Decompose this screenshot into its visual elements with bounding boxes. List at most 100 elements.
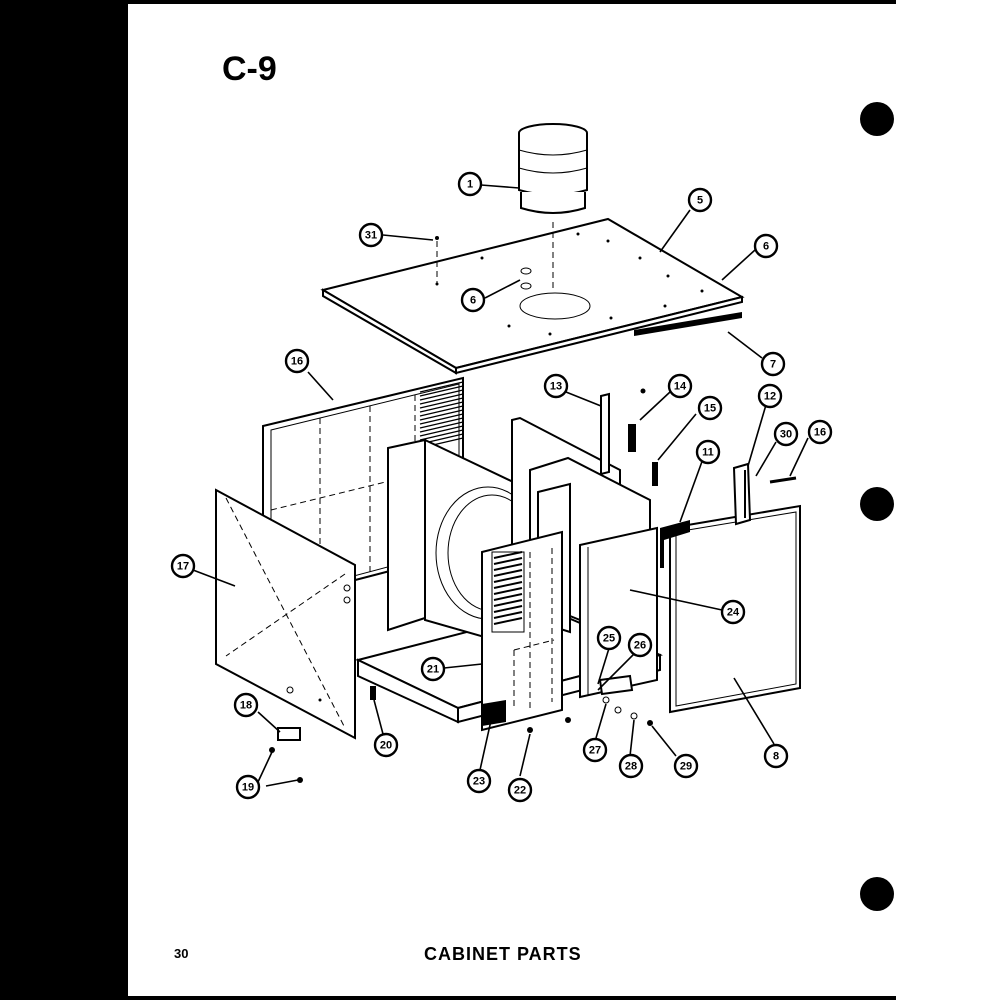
callout-circle [667,373,693,399]
callout-19: 19 [235,774,261,800]
callout-31: 31 [358,222,384,248]
callout-label: 16 [291,356,303,368]
callout-circle [507,777,533,803]
callout-label: 26 [634,640,646,652]
callout-6: 6 [460,287,486,313]
figure-code: C-9 [222,50,277,88]
callout-6: 6 [753,233,779,259]
callout-1: 1 [457,171,483,197]
callout-circle [358,222,384,248]
callout-circle [457,171,483,197]
callout-circle [807,419,833,445]
callout-30: 30 [773,421,799,447]
callout-label: 29 [680,761,692,773]
callout-label: 1 [467,179,473,191]
callout-label: 31 [365,230,377,242]
callout-label: 20 [380,740,392,752]
callout-17: 17 [170,553,196,579]
callout-circle [235,774,261,800]
callout-label: 12 [764,391,776,403]
callout-label: 7 [770,359,776,371]
side-panel-left [215,488,356,740]
callout-label: 24 [727,607,740,619]
binder-hole-middle [860,487,894,521]
callout-circle [373,732,399,758]
callout-23: 23 [466,768,492,794]
callout-circle [760,351,786,377]
callout-circle [697,395,723,421]
page-margin [860,0,1000,1000]
callout-21: 21 [420,656,446,682]
callout-circle [763,743,789,769]
callout-22: 22 [507,777,533,803]
callout-circle [170,553,196,579]
callout-label: 15 [704,403,716,415]
diagram-caption: CABINET PARTS [424,944,582,964]
callout-13: 13 [543,373,569,399]
callout-28: 28 [618,753,644,779]
callout-label: 18 [240,700,252,712]
callout-label: 16 [814,427,826,439]
callout-24: 24 [720,599,746,625]
callout-label: 28 [625,761,637,773]
duct-collar [518,123,588,214]
callout-circle [420,656,446,682]
callout-circle [466,768,492,794]
callout-circle [673,753,699,779]
callout-16: 16 [807,419,833,445]
callout-label: 6 [470,295,476,307]
callout-label: 6 [763,241,769,253]
callout-circle [284,348,310,374]
callout-26: 26 [627,632,653,658]
callout-label: 21 [427,664,439,676]
callout-label: 11 [702,447,714,459]
callout-12: 12 [757,383,783,409]
callout-7: 7 [760,351,786,377]
callout-5: 5 [687,187,713,213]
binder-hole-bottom [860,877,894,911]
callout-27: 27 [582,737,608,763]
callout-18: 18 [233,692,259,718]
callout-14: 14 [667,373,693,399]
front-grille [481,530,563,732]
callout-circle [627,632,653,658]
corner-post [579,526,658,699]
page-number: 30 [174,946,189,961]
callout-label: 22 [514,785,526,797]
callout-circle [543,373,569,399]
binder-hole-top [860,102,894,136]
callout-label: 14 [674,381,687,393]
callout-25: 25 [596,625,622,651]
callout-label: 17 [177,561,189,573]
callout-circle [695,439,721,465]
callout-label: 13 [550,381,562,393]
top-panel [320,217,745,375]
callout-16: 16 [284,348,310,374]
callout-circle [460,287,486,313]
callout-label: 27 [589,745,601,757]
callout-label: 23 [473,776,485,788]
brackets [269,388,797,783]
callout-circle [773,421,799,447]
callout-label: 19 [242,782,254,794]
callout-circle [618,753,644,779]
callout-circle [757,383,783,409]
callout-label: 8 [773,751,779,763]
rear-rail [634,312,742,336]
callout-circle [582,737,608,763]
callout-label: 25 [603,633,615,645]
callout-circle [687,187,713,213]
callout-label: 30 [780,429,792,441]
callout-circle [753,233,779,259]
callout-8: 8 [763,743,789,769]
leader-lines [192,184,809,787]
callout-circle [720,599,746,625]
callout-15: 15 [697,395,723,421]
callout-11: 11 [695,439,721,465]
callout-circle [596,625,622,651]
callout-label: 5 [697,195,703,207]
callout-20: 20 [373,732,399,758]
callout-circle [233,692,259,718]
